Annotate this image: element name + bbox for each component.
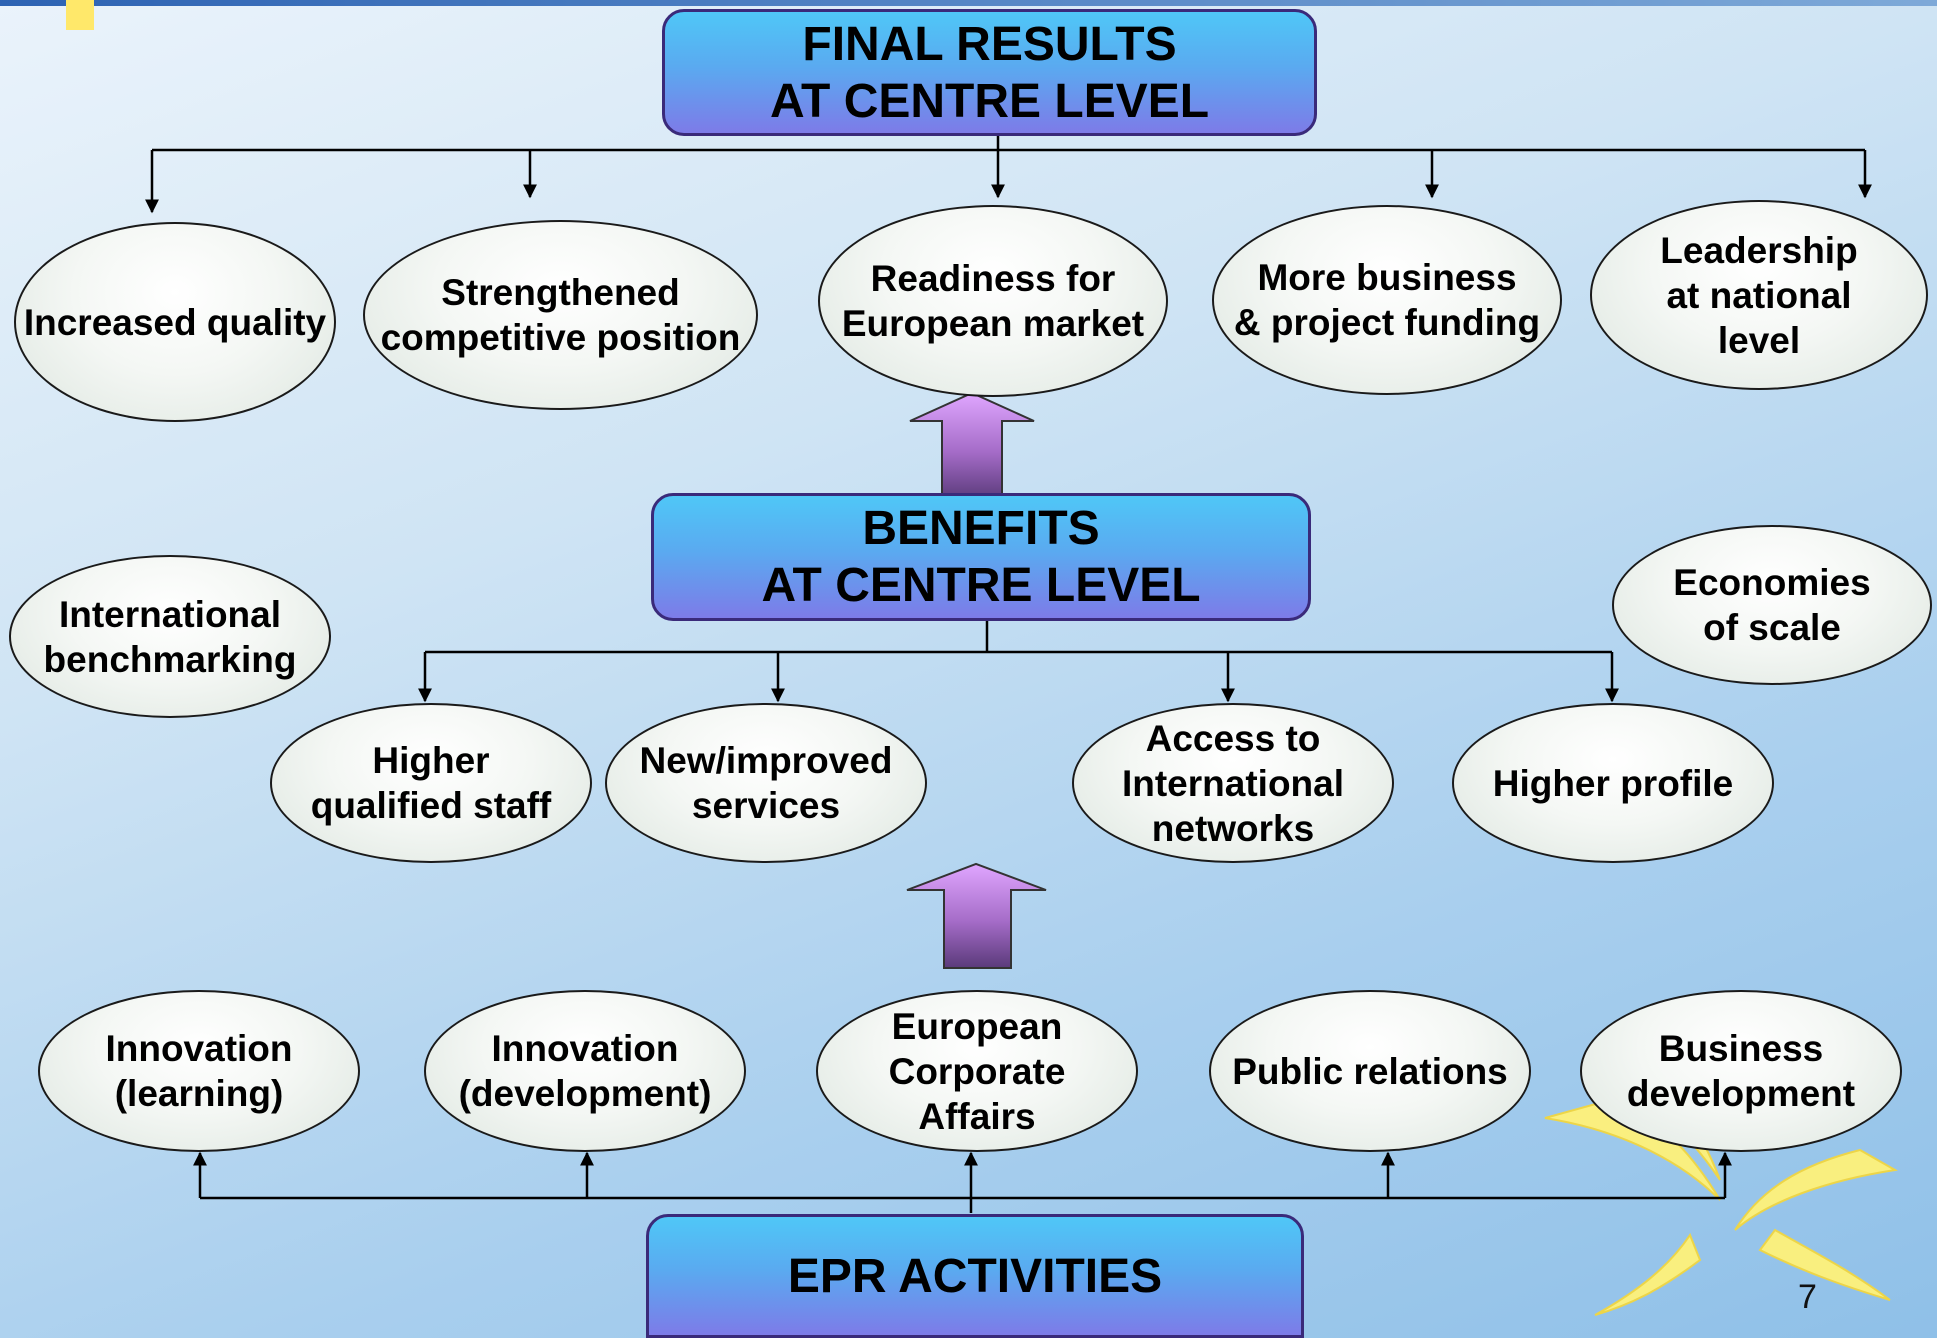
result-readiness-european-market: Readiness for European market (818, 205, 1168, 397)
up-arrow-upper (909, 391, 1035, 501)
activity-label: (learning) (114, 1073, 284, 1114)
benefits-line-2: AT CENTRE LEVEL (761, 559, 1201, 612)
result-label: competitive position (380, 317, 741, 358)
result-increased-quality: Increased quality (14, 222, 336, 422)
side-benefit-label: benchmarking (43, 638, 297, 680)
result-label: Leadership (1660, 229, 1858, 271)
benefit-label: Higher profile (1492, 762, 1734, 804)
final-results-box: FINAL RESULTS AT CENTRE LEVEL (662, 9, 1317, 136)
benefit-label: Access to (1145, 717, 1321, 759)
result-strengthened-competitive-position: Strengthened competitive position (363, 220, 758, 410)
result-label: Strengthened (441, 272, 680, 313)
benefit-higher-profile: Higher profile (1452, 703, 1774, 863)
result-label: & project funding (1233, 302, 1541, 343)
side-benefit-label: International (58, 593, 282, 635)
up-arrow-lower (906, 862, 1047, 969)
result-label: level (1717, 319, 1801, 361)
result-label: More business (1257, 257, 1517, 298)
benefit-new-improved-services: New/improved services (605, 703, 927, 863)
page-number: 7 (1798, 1278, 1817, 1316)
benefit-access-international-networks: Access to International networks (1072, 703, 1394, 863)
benefit-label: Higher (372, 740, 490, 781)
side-benefit-label: of scale (1703, 607, 1841, 648)
benefit-label: International (1121, 762, 1345, 804)
corner-square (66, 0, 94, 30)
epr-activities-label: EPR ACTIVITIES (787, 1249, 1163, 1303)
result-label: European market (841, 303, 1145, 344)
benefit-label: New/improved (639, 740, 893, 781)
activity-label: (development) (458, 1073, 712, 1114)
result-more-business-funding: More business & project funding (1212, 205, 1562, 395)
activity-innovation-development: Innovation (development) (424, 990, 746, 1152)
benefit-label: networks (1151, 807, 1315, 849)
benefit-label: services (691, 785, 841, 826)
result-label: at national (1666, 274, 1852, 316)
activity-public-relations: Public relations (1209, 990, 1531, 1152)
benefit-higher-qualified-staff: Higher qualified staff (270, 703, 592, 863)
benefit-label: qualified staff (310, 785, 552, 826)
header-line (0, 0, 1937, 6)
side-benefit-international-benchmarking: International benchmarking (9, 555, 331, 718)
result-leadership-national-level: Leadership at national level (1590, 200, 1928, 390)
side-benefit-economies-of-scale: Economies of scale (1612, 525, 1932, 685)
benefits-line-1: BENEFITS (862, 502, 1100, 555)
activity-label: Innovation (105, 1028, 293, 1069)
activity-label: Business (1658, 1028, 1824, 1069)
activity-label: Affairs (918, 1095, 1036, 1137)
activity-innovation-learning: Innovation (learning) (38, 990, 360, 1152)
activity-label: Public relations (1232, 1050, 1508, 1092)
activity-label: development (1626, 1073, 1856, 1114)
final-results-line-1: FINAL RESULTS (802, 17, 1177, 71)
activity-european-corporate-affairs: European Corporate Affairs (816, 990, 1138, 1152)
activity-label: European (891, 1005, 1063, 1047)
activity-business-development: Business development (1580, 990, 1902, 1152)
activity-label: Corporate (888, 1050, 1066, 1092)
side-benefit-label: Economies (1673, 562, 1871, 603)
activity-label: Innovation (491, 1028, 679, 1069)
benefits-box: BENEFITS AT CENTRE LEVEL (651, 493, 1311, 621)
result-label: Readiness for (870, 258, 1116, 299)
epr-activities-box: EPR ACTIVITIES (646, 1214, 1304, 1338)
final-results-line-2: AT CENTRE LEVEL (769, 74, 1210, 128)
result-label: Increased quality (23, 301, 327, 343)
